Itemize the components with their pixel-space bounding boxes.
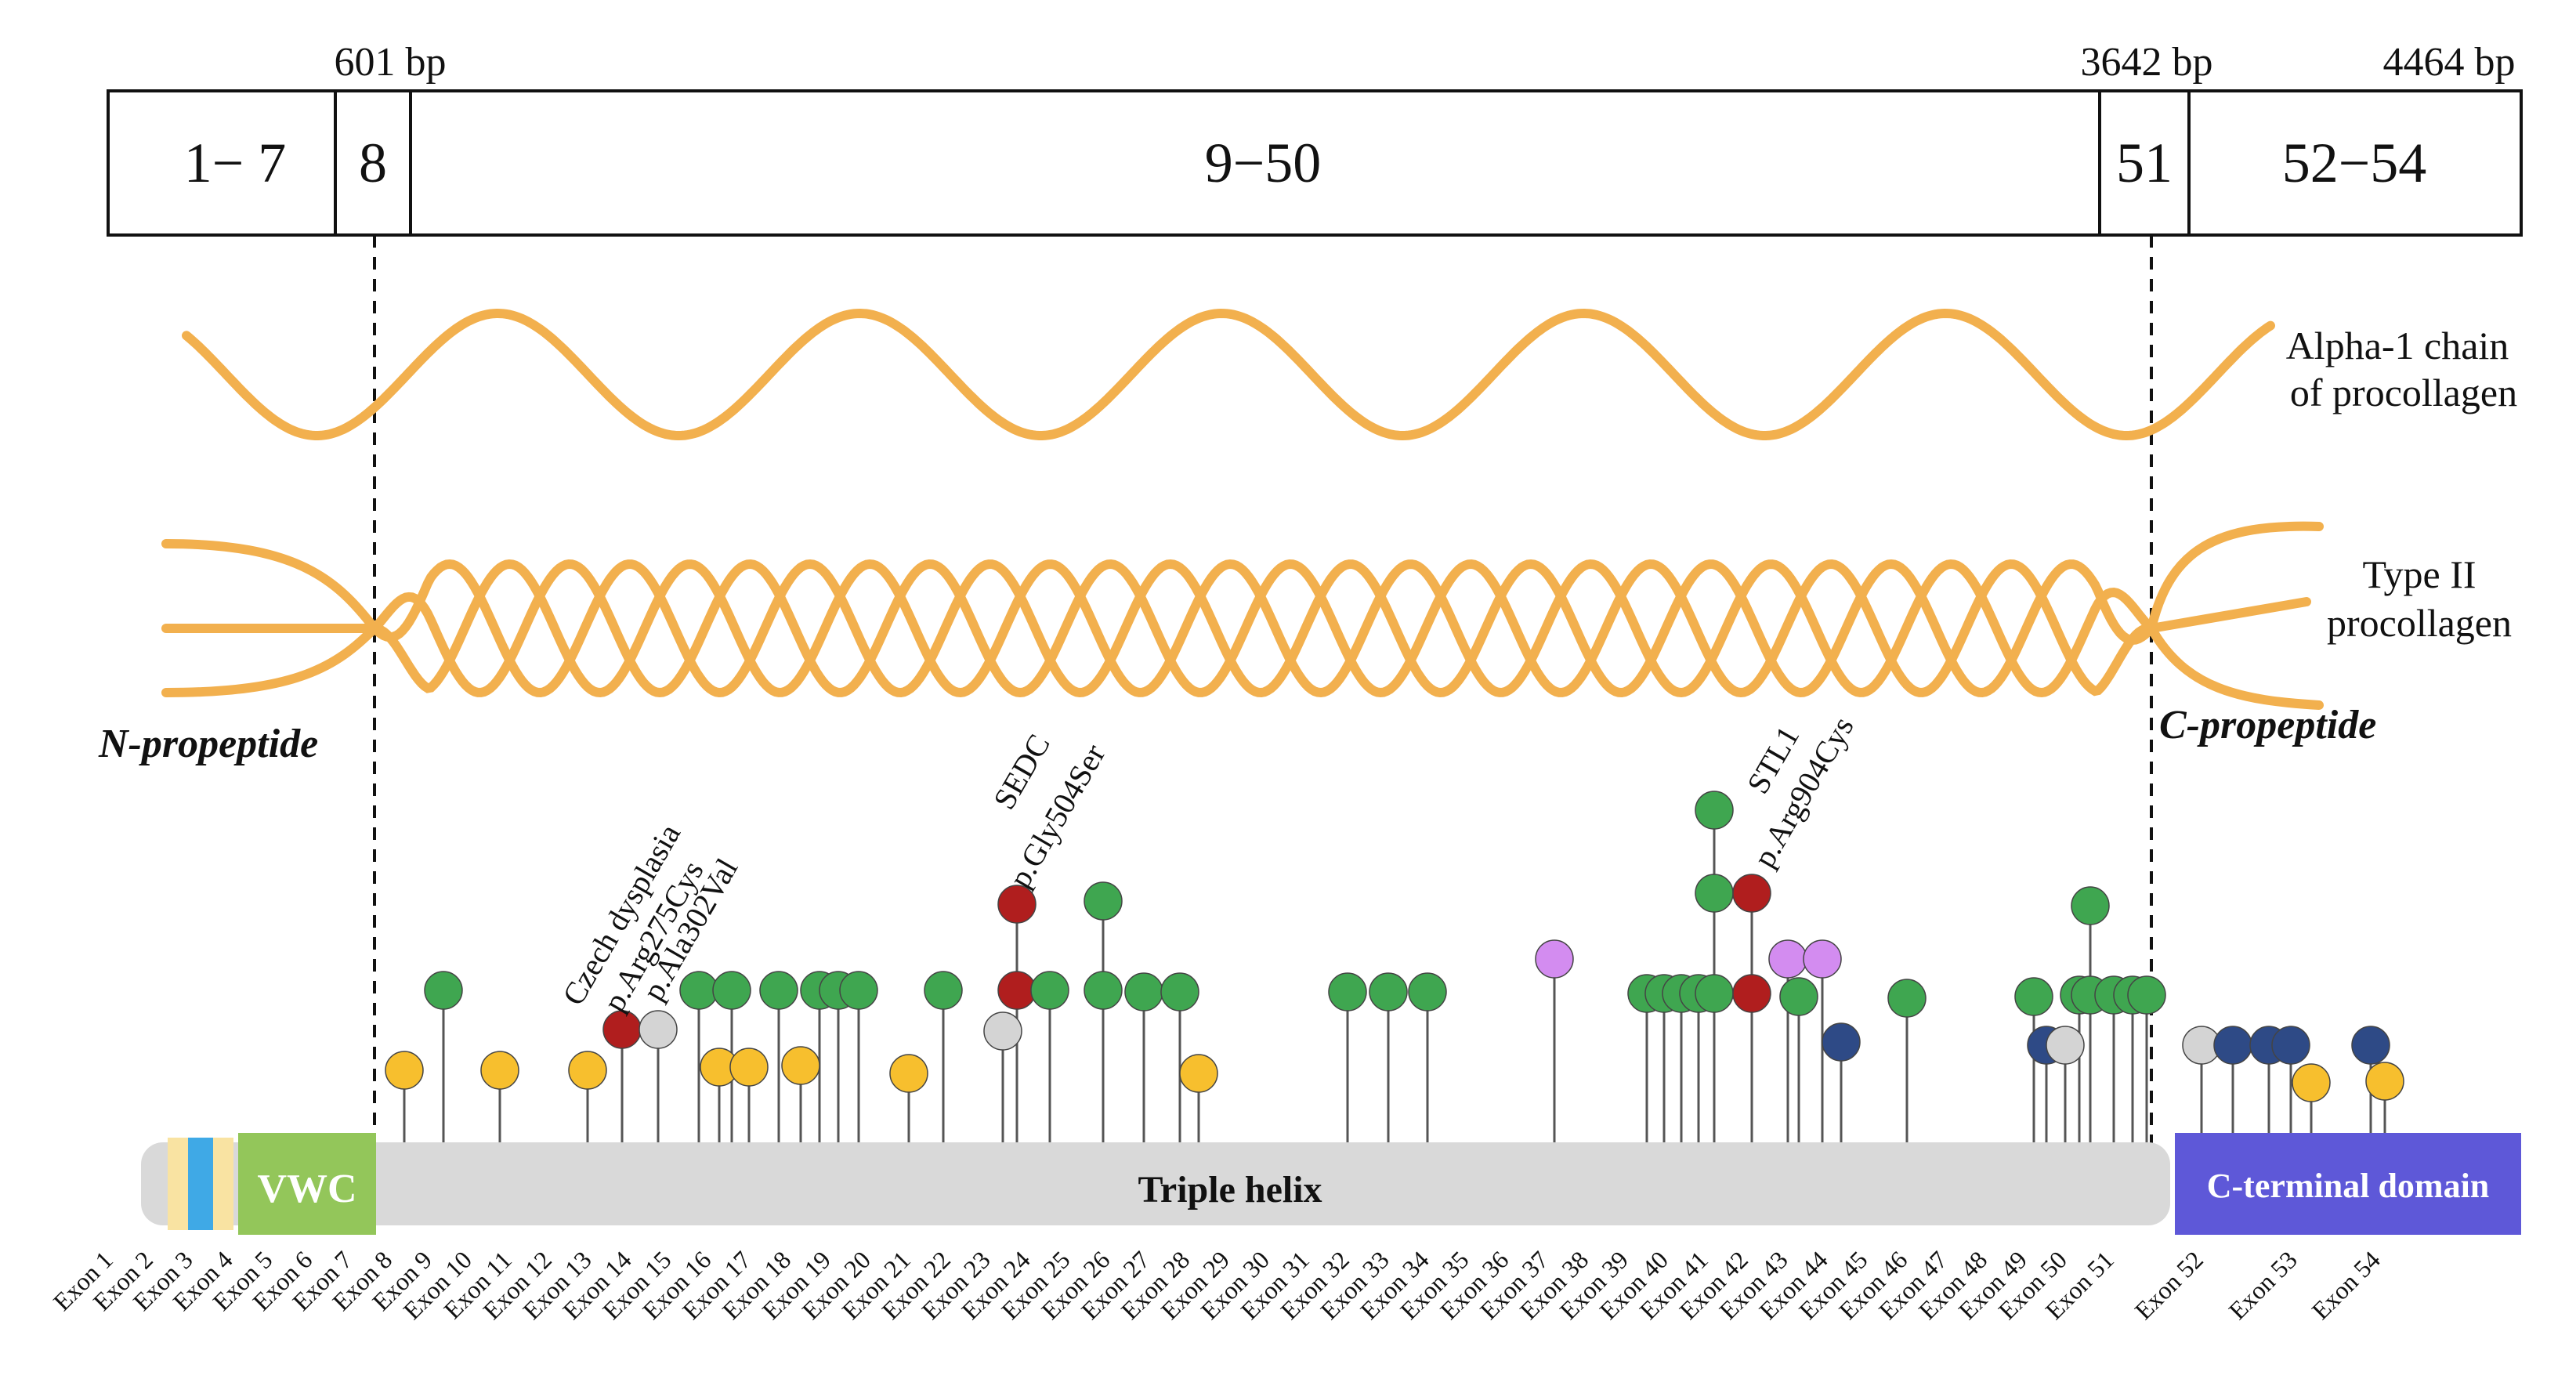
variant-marker-green (1695, 791, 1734, 830)
procollagen-strand (370, 559, 2156, 698)
protein-domain-bar: VWC Triple helix C-terminal domain (141, 1133, 2521, 1235)
variant-annotations: Czech dysplasia p.Arg275Cys p.Ala302Val … (555, 711, 1861, 1018)
procollagen-label-line2: procollagen (2327, 601, 2512, 645)
variant-marker-green (712, 971, 751, 1010)
variant-marker-yellow (385, 1051, 424, 1090)
variant-marker-green (2014, 977, 2053, 1016)
exon-label: Exon 53 (2223, 1245, 2303, 1325)
triple-helix-label: Triple helix (1138, 1169, 1322, 1210)
bp-marker-4464: 4464 bp (2383, 40, 2516, 85)
c-propeptide-strand (2147, 597, 2311, 633)
alpha-chain-label-line1: Alpha-1 chain (2286, 324, 2509, 367)
triple-helix-bar (141, 1142, 2170, 1225)
variant-marker-green (679, 971, 718, 1010)
variant-marker-red (1732, 874, 1771, 913)
type-ii-procollagen-helix (161, 521, 2324, 710)
variant-marker-grey (983, 1011, 1022, 1051)
variant-marker-green (2071, 886, 2110, 925)
variant-lollipops (385, 791, 2404, 1142)
vwc-domain (238, 1133, 376, 1235)
variant-marker-navy (2271, 1026, 2310, 1065)
variant-marker-purple (1535, 939, 1574, 979)
variant-marker-grey (2046, 1026, 2085, 1065)
variant-marker-yellow (1179, 1054, 1218, 1093)
variant-marker-red (997, 885, 1037, 924)
c-propeptide-strand (2147, 521, 2324, 633)
signal-stripe-blue (188, 1138, 213, 1230)
c-terminal-domain-label: C-terminal domain (2207, 1167, 2490, 1205)
variant-marker-green (1030, 971, 1069, 1010)
variant-marker-yellow (729, 1048, 769, 1087)
variant-marker-green (1084, 971, 1123, 1010)
variant-marker-green (1408, 972, 1447, 1011)
procollagen-strand (370, 559, 2156, 698)
variant-marker-green (839, 971, 878, 1010)
signal-stripe-yellow (213, 1138, 233, 1230)
variant-marker-green (1369, 972, 1408, 1011)
variant-marker-green (2127, 975, 2166, 1015)
variant-marker-yellow (2365, 1062, 2404, 1101)
gene-structure: 1− 7 8 9−50 51 52−54 601 bp 3642 bp 4464… (107, 40, 2523, 237)
variant-marker-purple (1803, 939, 1842, 979)
signal-stripe-yellow (168, 1138, 188, 1230)
exon-label: Exon 54 (2306, 1245, 2386, 1325)
variant-marker-navy (1822, 1022, 1861, 1062)
n-propeptide-label: N-propeptide (98, 722, 318, 766)
bp-marker-3642: 3642 bp (2081, 40, 2213, 85)
bp-marker-601: 601 bp (335, 40, 447, 85)
variant-marker-green (1887, 979, 1927, 1018)
variant-marker-green (1779, 977, 1818, 1016)
variant-marker-yellow (480, 1051, 519, 1090)
variant-marker-grey (639, 1010, 678, 1049)
variant-marker-green (1695, 974, 1734, 1013)
c-propeptide-label: C-propeptide (2159, 703, 2376, 747)
variant-marker-yellow (2292, 1063, 2331, 1102)
c-terminal-domain (2175, 1133, 2521, 1235)
vwc-domain-label: VWC (257, 1167, 356, 1211)
variant-marker-yellow (568, 1051, 607, 1090)
n-propeptide-strand (161, 539, 379, 633)
alpha-chain-label-line2: of procollagen (2290, 371, 2517, 414)
variant-marker-red (1732, 974, 1771, 1013)
exon-group-9-50-label: 9−50 (1205, 132, 1322, 194)
variant-marker-purple (1768, 939, 1807, 979)
variant-marker-navy (2351, 1026, 2390, 1065)
exon-label: Exon 52 (2129, 1245, 2209, 1325)
variant-marker-navy (2213, 1026, 2252, 1065)
exon-group-52-54-label: 52−54 (2282, 132, 2427, 194)
exon-group-8-label: 8 (359, 132, 387, 194)
n-propeptide-strand (161, 624, 379, 697)
exon-group-51-label: 51 (2116, 132, 2173, 194)
alpha-1-chain-wave (182, 308, 2275, 441)
variant-marker-yellow (781, 1046, 820, 1085)
gene-box-outline (107, 89, 2523, 237)
variant-marker-green (759, 971, 798, 1010)
variant-marker-red (602, 1010, 642, 1049)
variant-marker-green (1160, 972, 1199, 1011)
variant-marker-green (424, 971, 463, 1010)
procollagen-label-line1: Type II (2362, 552, 2476, 596)
variant-marker-yellow (889, 1054, 928, 1093)
exon-group-1-7-label: 1− 7 (184, 132, 287, 194)
variant-marker-red (997, 971, 1037, 1010)
variant-marker-green (1328, 972, 1367, 1011)
variant-marker-green (1695, 874, 1734, 913)
variant-marker-green (1124, 972, 1163, 1011)
variant-marker-green (1084, 881, 1123, 921)
c-propeptide-strand (2147, 624, 2324, 710)
variant-marker-green (924, 971, 963, 1010)
